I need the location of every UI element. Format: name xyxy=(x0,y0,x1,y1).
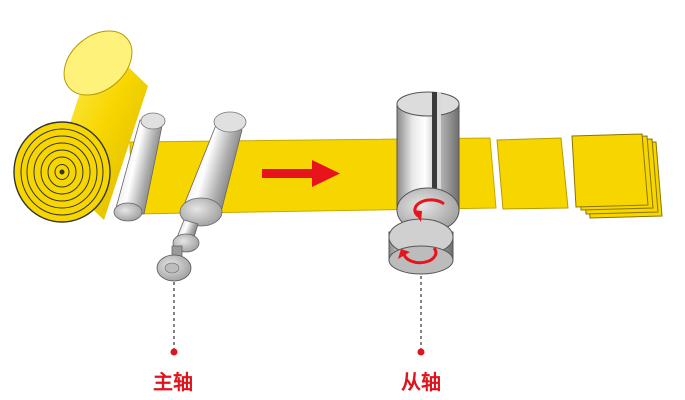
guide-roller xyxy=(113,112,166,222)
rotate-ccw-icon xyxy=(413,198,445,222)
main-shaft-label: 主轴 xyxy=(153,370,193,394)
driven-shaft-assembly xyxy=(388,91,460,275)
main-shaft-leader xyxy=(170,282,178,356)
driven-shaft-leader xyxy=(417,276,425,356)
sheet-stack xyxy=(571,133,663,219)
main-shaft-assembly xyxy=(156,111,247,282)
cut-sheet xyxy=(496,137,569,210)
material-roll xyxy=(13,30,148,223)
driven-shaft-label: 从轴 xyxy=(401,370,441,394)
arrow-right-icon xyxy=(262,160,340,187)
rotate-cw-icon xyxy=(398,247,438,265)
